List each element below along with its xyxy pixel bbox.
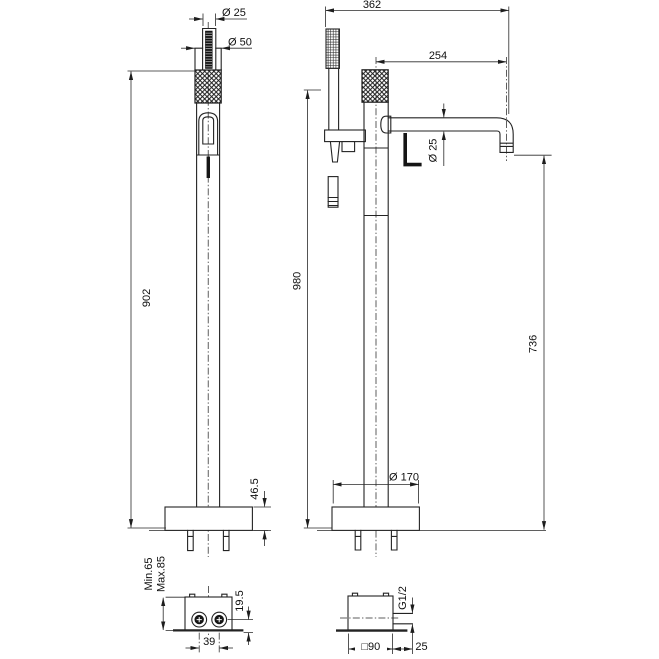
- dim-base-plate-diameter-label: Ø 170: [389, 472, 419, 484]
- side-spout-root: [380, 115, 392, 134]
- side-column-outline: [363, 101, 389, 508]
- dim-thread-size-label: G1/2: [397, 586, 409, 610]
- dim-spout-diameter-label: Ø 25: [428, 139, 440, 163]
- front-collar-outline: [194, 47, 222, 71]
- dim-spout-diameter: Ø 25: [428, 103, 446, 166]
- label-backplate: [413, 641, 430, 652]
- rough-in-side-body: [347, 595, 394, 631]
- side-handshower-head: [325, 28, 340, 69]
- side-hose-nipple: [329, 141, 341, 163]
- water-inlet-right: [211, 611, 228, 628]
- front-base-plate: [164, 506, 253, 531]
- side-spout-outline: [387, 117, 514, 153]
- side-hose-segment: [327, 176, 339, 208]
- dim-inlet-spacing-label: 39: [203, 636, 215, 648]
- front-threaded-rod: [205, 30, 213, 69]
- front-column-outline: [196, 102, 221, 508]
- front-view: Ø 25 Ø 50 902 46.5: [127, 7, 271, 557]
- side-inlet-pins: [354, 529, 398, 551]
- dim-stem-diameter: Ø 25: [189, 7, 247, 26]
- dim-overall-width: 362: [325, 0, 510, 114]
- water-inlet-left: [191, 611, 208, 628]
- dim-collar-diameter-label: Ø 50: [228, 37, 252, 49]
- dim-inlet-height-label: 19.5: [234, 590, 246, 611]
- dim-column-height-label: 902: [141, 289, 153, 307]
- side-hose-connector: [341, 141, 356, 153]
- rough-in-side-tabs: [351, 592, 390, 597]
- rough-in-body: [184, 596, 233, 631]
- dim-embed-depth: Min.65 Max.85: [143, 556, 186, 631]
- side-shower-bracket: [324, 129, 366, 143]
- dim-base-plate-height-label: 46.5: [249, 478, 261, 499]
- dim-spout-clearance: 736: [514, 154, 552, 530]
- side-hose-break-lines: [327, 196, 339, 207]
- rough-in-top-view: Min.65 Max.85 19.5 39: [143, 556, 253, 653]
- dim-rough-box-size-label: □90: [361, 641, 380, 653]
- front-lever-handle: [206, 156, 210, 178]
- dim-spout-reach: 254: [375, 50, 507, 64]
- label-backplate: [355, 641, 387, 652]
- dim-spout-reach-label: 254: [429, 50, 447, 62]
- dim-embed-depth-max-label: Max.85: [156, 556, 168, 592]
- side-knurled-handle: [361, 69, 389, 103]
- rough-in-tabs: [189, 593, 228, 598]
- dim-column-height: 902: [127, 70, 196, 529]
- dim-inlet-height: 19.5: [227, 590, 253, 645]
- dim-spout-clearance-label: 736: [527, 335, 539, 353]
- dim-overall-width-label: 362: [363, 0, 381, 11]
- dim-stem-diameter-label: Ø 25: [222, 7, 246, 19]
- front-handshower-inner: [202, 116, 215, 145]
- dim-rough-box-size: □90: [348, 633, 393, 654]
- dim-inlet-spacing: 39: [185, 636, 233, 651]
- rough-in-side-view: G1/2 □90 25: [336, 586, 430, 654]
- dim-base-plate-diameter: Ø 170: [332, 472, 419, 504]
- dim-thread-size: G1/2: [397, 586, 415, 641]
- front-inlet-pins: [187, 529, 230, 552]
- thread-stub-lines: [392, 612, 413, 625]
- front-handshower-outer: [198, 112, 219, 156]
- dim-embed-depth-min-label: Min.65: [143, 557, 155, 590]
- dim-overall-height-label: 980: [291, 272, 303, 290]
- front-knurled-handle: [194, 69, 222, 104]
- dim-box-projection: 25: [392, 640, 430, 654]
- side-lever-handle: [403, 133, 422, 167]
- side-handshower-handle: [328, 67, 340, 131]
- dim-collar-diameter: Ø 50: [181, 37, 252, 51]
- side-base-plate: [331, 506, 420, 531]
- side-view: 362 254 Ø 25 980 736 Ø 170: [291, 0, 552, 557]
- dim-base-plate-height: 46.5: [249, 478, 271, 546]
- front-stem-outline: [202, 27, 217, 71]
- dim-overall-height: 980: [291, 89, 332, 529]
- dim-box-projection-label: 25: [415, 641, 427, 653]
